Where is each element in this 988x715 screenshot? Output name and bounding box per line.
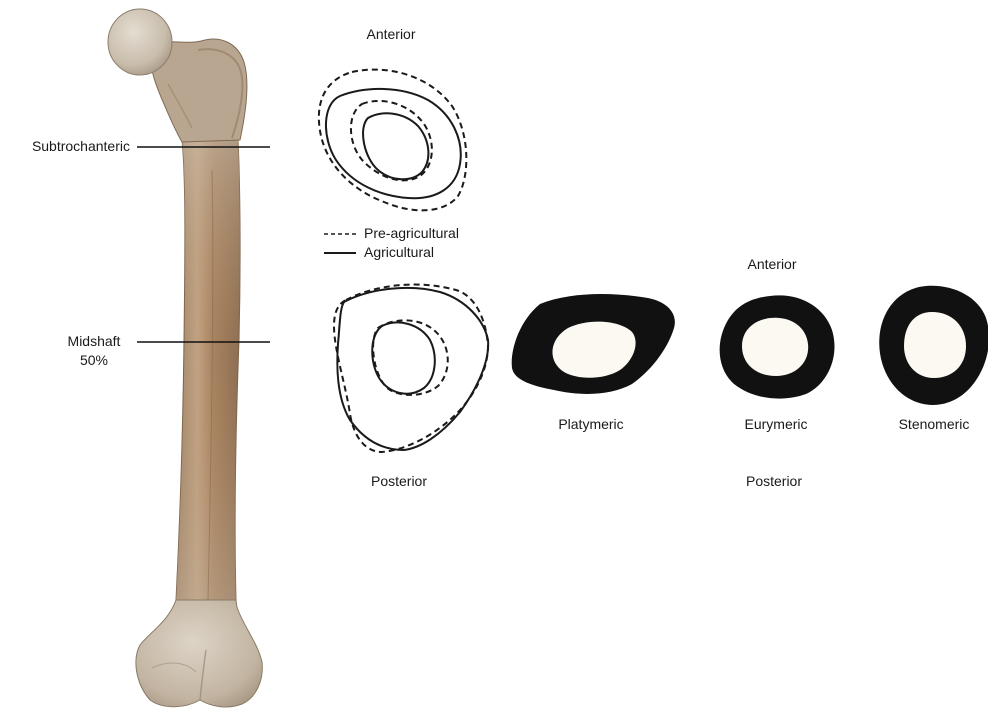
midshaft-percent-label: 50% <box>80 352 108 369</box>
femoral-head <box>108 9 172 75</box>
platymeric-shape <box>512 294 675 394</box>
agricultural-periosteal-outline <box>326 89 461 198</box>
legend-pre-agricultural-label: Pre-agricultural <box>364 225 459 242</box>
femur-condyles <box>136 600 262 707</box>
subtrochanteric-label: Subtrochanteric <box>8 138 130 155</box>
agricultural-endosteal-outline <box>363 113 428 179</box>
eurymeric-shape <box>720 295 835 398</box>
left-anterior-label: Anterior <box>366 26 415 43</box>
right-anterior-label: Anterior <box>747 256 796 273</box>
platymeric-label: Platymeric <box>558 416 623 433</box>
midshaft-label: Midshaft <box>68 333 121 350</box>
left-posterior-label: Posterior <box>371 473 427 490</box>
agricultural-midshaft-outline <box>337 288 488 450</box>
stenomeric-canal <box>904 312 966 378</box>
stenomeric-shape <box>879 286 988 405</box>
legend-agricultural-label: Agricultural <box>364 244 434 261</box>
eurymeric-canal <box>742 318 808 376</box>
subtrochanteric-cross-section <box>319 70 467 211</box>
femur-bone-image <box>108 9 262 707</box>
midshaft-cross-section <box>334 285 488 452</box>
agricultural-midshaft-canal <box>372 322 435 393</box>
right-posterior-label: Posterior <box>746 473 802 490</box>
eurymeric-label: Eurymeric <box>744 416 807 433</box>
legend <box>324 234 356 253</box>
pre-agricultural-midshaft-outline <box>334 285 488 452</box>
stenomeric-label: Stenomeric <box>899 416 970 433</box>
